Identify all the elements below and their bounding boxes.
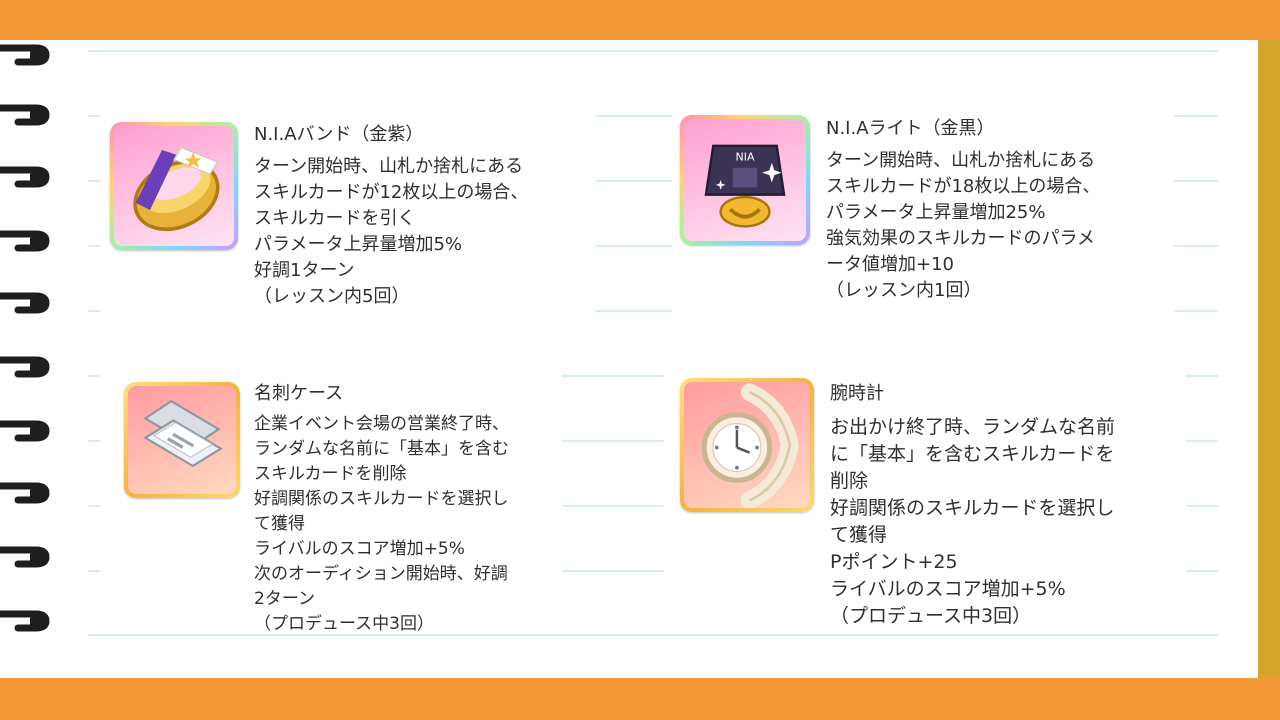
description-line: 好調関係のスキルカードを選択し [830,497,1115,519]
binder-ring-icon [0,610,50,632]
description-line: （プロデュース中3回） [830,605,1032,627]
ruled-line [88,310,1218,312]
svg-text:NIA: NIA [736,150,755,163]
binder-ring-icon [0,292,50,314]
description-line: て獲得 [254,514,305,534]
binder-ring-icon [0,166,50,188]
ruled-line [88,50,1218,52]
top-frame-bar [0,0,1280,40]
bottom-frame-bar [0,678,1280,720]
item-description: ターン開始時、山札か捨札にある スキルカードが12枚以上の場合、 スキルカードを… [254,154,528,310]
binder-ring-icon [0,44,50,66]
description-line: スキルカードを引く [254,208,416,229]
description-line: に「基本」を含むスキルカードを [830,443,1115,465]
ruled-line [88,634,1218,636]
gold-black-light-icon: NIA [704,144,786,228]
binder-ring-icon [0,420,50,442]
item-icon-frame[interactable] [680,378,814,512]
item-name: 名刺ケース [254,383,344,404]
item-description: お出かけ終了時、ランダムな名前 に「基本」を含むスキルカードを 削除 好調関係の… [830,414,1115,630]
description-line: ランダムな名前に「基本」を含む [254,439,509,459]
item-name: N.I.Aバンド（金紫） [254,124,424,145]
description-line: お出かけ終了時、ランダムな名前 [830,416,1116,438]
description-line: パラメータ上昇量増加5% [254,234,463,255]
description-line: 好調1ターン [254,260,355,281]
description-line: （レッスン内5回） [254,286,410,307]
description-line: （プロデュース中3回） [254,614,434,634]
description-line: スキルカードが12枚以上の場合、 [254,182,529,203]
item-icon-frame[interactable] [110,122,238,250]
description-line: ターン開始時、山札か捨札にある [254,156,524,177]
binder-ring-icon [0,356,50,378]
item-icon-frame[interactable]: NIA [680,115,810,245]
binder-ring-icon [0,482,50,504]
item-description: 企業イベント会場の営業終了時、 ランダムな名前に「基本」を含む スキルカードを削… [254,412,509,637]
notebook-spine [0,40,58,678]
description-line: て獲得 [830,524,888,546]
description-line: パラメータ上昇量増加25% [826,202,1046,223]
ruled-line [88,375,1218,377]
description-line: ターン開始時、山札か捨札にある [826,150,1096,171]
ruled-line [88,180,1218,182]
binder-ring-icon [0,546,50,568]
business-card-case-icon [143,399,223,468]
description-line: ライバルのスコア増加+5% [254,539,465,559]
ruled-line [88,440,1218,442]
description-line: 好調関係のスキルカードを選択し [254,489,509,509]
description-line: スキルカードを削除 [254,464,407,484]
item-name: N.I.Aライト（金黒） [826,118,995,139]
item-name: 腕時計 [830,383,884,404]
item-description: ターン開始時、山札か捨札にある スキルカードが18枚以上の場合、 パラメータ上昇… [826,148,1100,304]
ruled-line [88,115,1218,117]
description-line: 次のオーディション開始時、好調 [254,564,508,584]
description-line: ライバルのスコア増加+5% [830,578,1066,600]
description-line: 2ターン [254,589,315,609]
gold-purple-band-icon [133,146,220,232]
ruled-line [88,505,1218,507]
ruled-line [88,245,1218,247]
description-line: （レッスン内1回） [826,280,982,301]
notebook-edge [1258,40,1280,678]
description-line: 強気効果のスキルカードのパラメ [826,228,1095,249]
item-icon-frame[interactable] [124,382,240,498]
description-line: Pポイント+25 [830,551,958,573]
description-line: 削除 [830,470,869,492]
ruled-line [88,570,1218,572]
binder-ring-icon [0,230,50,252]
wristwatch-icon [701,383,799,508]
description-line: スキルカードが18枚以上の場合、 [826,176,1101,197]
binder-ring-icon [0,104,50,126]
description-line: ータ値増加+10 [826,254,954,275]
description-line: 企業イベント会場の営業終了時、 [254,414,509,434]
